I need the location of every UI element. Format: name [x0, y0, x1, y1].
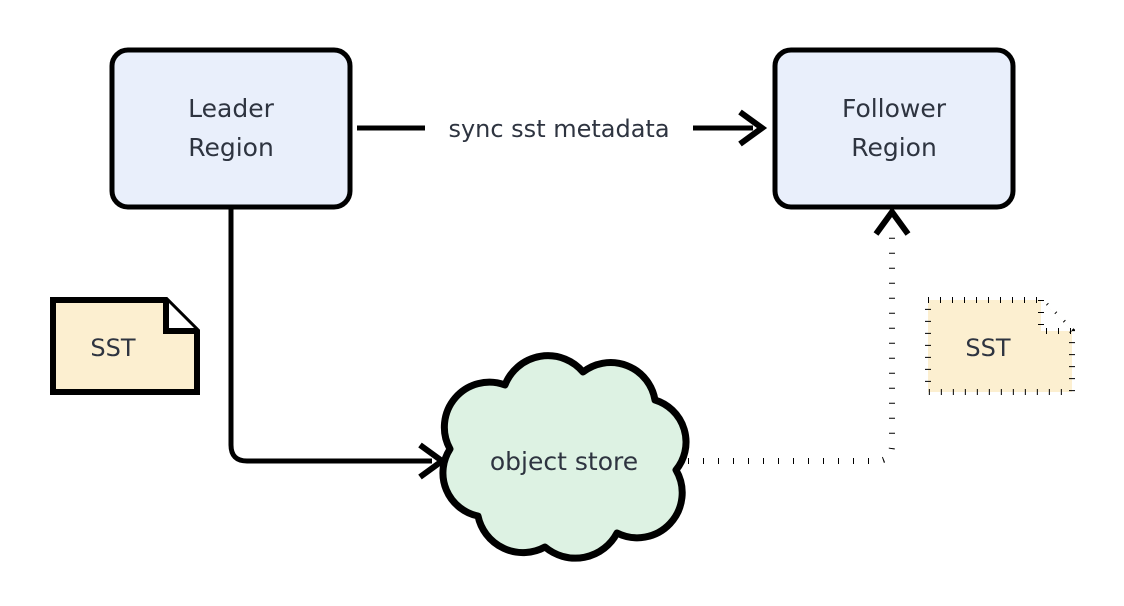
node-object-store-shape[interactable]	[439, 352, 690, 562]
node-object-store-label: object store	[490, 447, 638, 476]
node-leader-region-label-line2: Region	[188, 133, 274, 162]
node-sst-follower-fill[interactable]	[928, 300, 1072, 392]
edge-leader-to-object-store	[228, 209, 448, 480]
node-follower-region-shape[interactable]	[772, 47, 1016, 210]
node-sst-follower-label: SST	[965, 334, 1010, 362]
edge-label-sync-sst-metadata: sync sst metadata	[448, 115, 669, 143]
edge-object-store-to-follower-path	[688, 232, 895, 464]
node-sst-follower-fold-icon	[1041, 300, 1072, 331]
node-sst-leader-shape[interactable]	[50, 297, 200, 395]
node-follower-region-label-line1: Follower	[842, 94, 947, 123]
node-leader-region-label-line1: Leader	[188, 94, 274, 123]
edge-leader-to-object-store-path	[228, 209, 432, 464]
edge-object-store-to-follower	[688, 206, 911, 464]
edge-leader-to-follower-arrowhead	[738, 109, 768, 147]
node-sst-leader[interactable]: SST	[50, 297, 200, 395]
node-object-store[interactable]: object store	[439, 352, 690, 562]
edge-object-store-to-follower-arrowhead	[873, 206, 911, 236]
node-leader-region-shape[interactable]	[109, 47, 353, 210]
node-follower-region[interactable]: Follower Region	[772, 47, 1016, 210]
node-leader-region[interactable]: Leader Region	[109, 47, 353, 210]
node-sst-follower[interactable]: SST	[925, 297, 1075, 395]
node-sst-leader-label: SST	[90, 334, 135, 362]
node-follower-region-label-line2: Region	[851, 133, 937, 162]
node-sst-leader-fold-icon	[163, 300, 197, 334]
edge-leader-to-follower: sync sst metadata	[357, 109, 768, 147]
